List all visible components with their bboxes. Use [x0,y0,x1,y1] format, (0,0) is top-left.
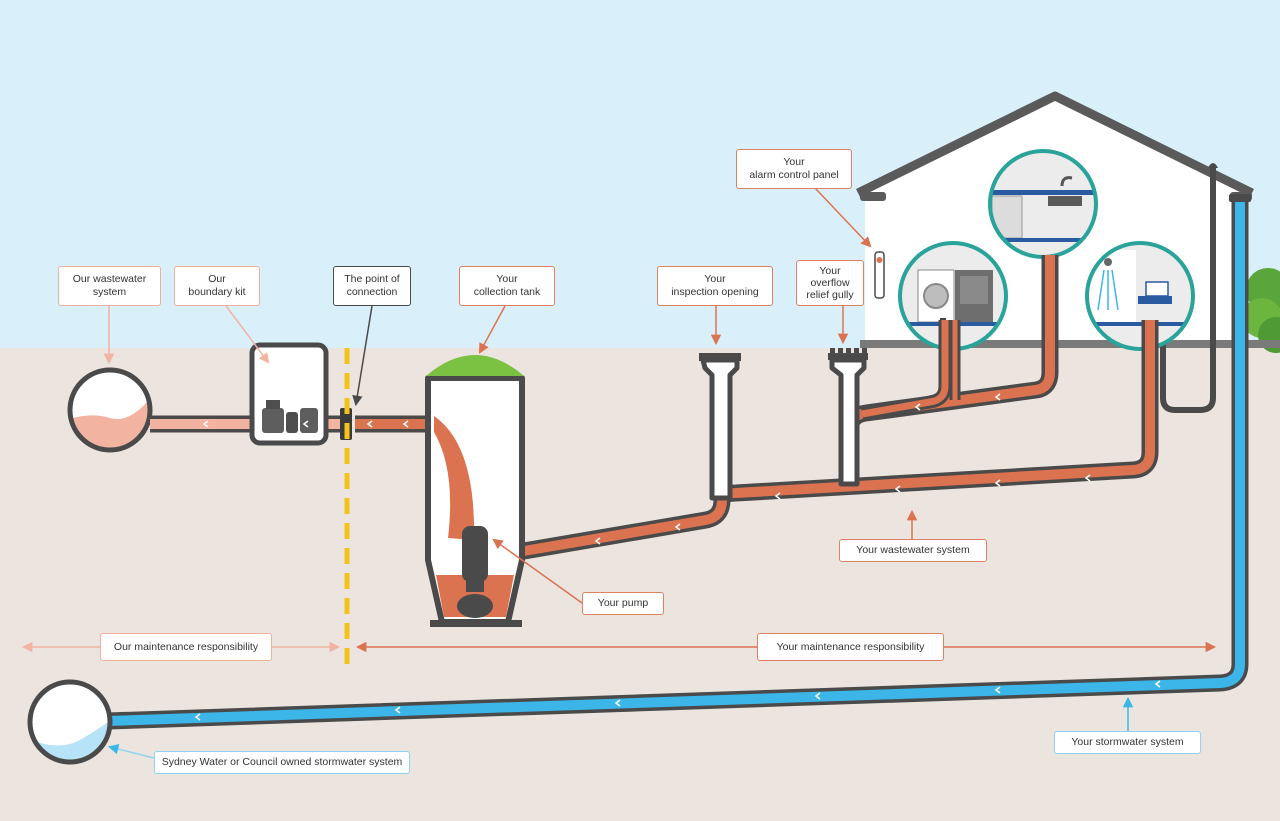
bush [1242,268,1280,353]
label-our-wastewater-system: Our wastewater system [58,266,161,306]
label-sydney-water-stormwater: Sydney Water or Council owned stormwater… [154,751,410,774]
label-your-pump: Your pump [582,592,664,615]
label-your-maintenance-responsibility: Your maintenance responsibility [757,633,944,661]
label-your-alarm-control-panel: Your alarm control panel [736,149,852,189]
flow-chevrons [194,393,1161,721]
label-your-inspection-opening: Your inspection opening [657,266,773,306]
label-your-stormwater-system: Your stormwater system [1054,731,1201,754]
stormwater-pipe [107,194,1251,730]
bathroom-inset [1085,241,1195,351]
inspection-opening [699,353,741,501]
overflow-relief-gully [828,348,868,487]
collection-tank [425,355,525,627]
label-our-maintenance-responsibility: Our maintenance responsibility [100,633,272,661]
label-point-of-connection: The point of connection [333,266,411,306]
kitchen-inset [988,149,1098,259]
label-leaders [103,187,1134,759]
label-your-overflow-relief-gully: Your overflow relief gully [796,260,864,306]
stormwater-main [27,679,113,765]
label-your-collection-tank: Your collection tank [459,266,555,306]
laundry-room-inset [898,241,1008,351]
boundary-kit [249,342,329,446]
vent-pipe [1160,163,1218,413]
our-wastewater-main [67,367,153,453]
alarm-panel [874,251,885,299]
label-our-boundary-kit: Our boundary kit [174,266,260,306]
label-your-wastewater-system: Your wastewater system [839,539,987,562]
